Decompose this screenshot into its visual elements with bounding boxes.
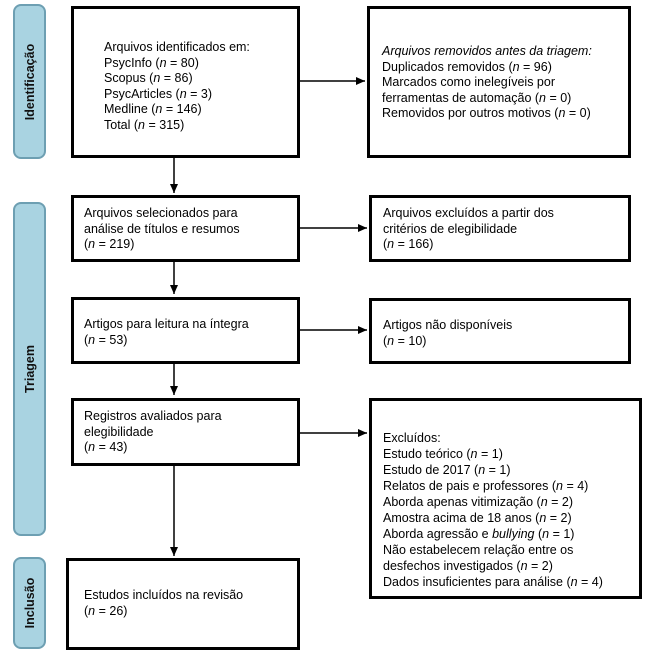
excluded-criteria-line: Arquivos excluídos a partir dos (383, 206, 554, 220)
removed-text: Arquivos removidos antes da triagem: Dup… (382, 44, 592, 122)
excluded-criteria-line: critérios de elegibilidade (383, 221, 518, 236)
excluded-line: Estudo de 2017 (n = 1) (383, 463, 511, 477)
identified-line-total: Total (n = 315) (104, 117, 185, 132)
excluded-text: Excluídos: Estudo teórico (n = 1) Estudo… (383, 430, 603, 590)
assessed-line: (n = 43) (84, 440, 128, 454)
stage-inclusion: Inclusão (13, 557, 46, 649)
fulltext-line: Artigos para leitura na íntegra (84, 317, 249, 331)
unavailable-line: Artigos não disponíveis (383, 318, 513, 332)
identified-text: Arquivos identificados em: PsycInfo (n =… (104, 40, 250, 133)
identified-line-scopus: Scopus (n = 86) (104, 71, 193, 85)
assessed-line: Registros avaliados para (84, 409, 222, 423)
stage-screening: Triagem (13, 202, 46, 536)
box-removed (367, 6, 631, 158)
identified-line-psycinfo: PsycInfo (n = 80) (104, 55, 199, 70)
excluded-line: Aborda apenas vitimização (n = 2) (383, 495, 574, 509)
identified-title: Arquivos identificados em: (104, 40, 250, 54)
removed-line: ferramentas de automação (n = 0) (382, 90, 572, 105)
removed-line: Removidos por outros motivos (n = 0) (382, 106, 591, 120)
excluded-line: desfechos investigados (n = 2) (383, 559, 553, 573)
selected-line: (n = 219) (84, 237, 135, 251)
box-identified (71, 6, 300, 158)
excluded-criteria-text: Arquivos excluídos a partir dos critério… (383, 206, 554, 253)
box-fulltext (71, 297, 300, 364)
excluded-line: Amostra acima de 18 anos (n = 2) (383, 511, 572, 525)
stage-identification: Identificação (13, 4, 46, 159)
removed-line: Marcados como inelegíveis por (382, 75, 555, 89)
included-line: (n = 26) (84, 603, 128, 618)
excluded-line: Estudo teórico (n = 1) (383, 447, 503, 461)
box-unavailable (369, 298, 631, 364)
identified-line-psycarticles: PsycArticles (n = 3) (104, 86, 213, 101)
box-excluded-criteria (369, 195, 631, 262)
assessed-text: Registros avaliados para elegibilidade (… (84, 409, 222, 456)
excluded-criteria-line: (n = 166) (383, 237, 434, 251)
excluded-line: Aborda agressão e bullying (n = 1) (383, 527, 575, 541)
excluded-line: Relatos de pais e professores (n = 4) (383, 479, 589, 493)
removed-line: Duplicados removidos (n = 96) (382, 59, 552, 74)
identified-line-medline: Medline (n = 146) (104, 102, 202, 116)
box-included (66, 558, 300, 650)
excluded-line: Não estabelecem relação entre os (383, 543, 574, 557)
selected-text: Arquivos selecionados para análise de tí… (84, 206, 240, 253)
box-excluded (369, 398, 642, 599)
box-assessed (71, 398, 300, 466)
included-text: Estudos incluídos na revisão (n = 26) (84, 588, 243, 619)
selected-line: análise de títulos e resumos (84, 221, 240, 236)
unavailable-line: (n = 10) (383, 333, 427, 348)
fulltext-line: (n = 53) (84, 332, 128, 347)
fulltext-text: Artigos para leitura na íntegra (n = 53) (84, 317, 249, 348)
box-selected (71, 195, 300, 262)
excluded-title: Excluídos: (383, 431, 441, 445)
removed-title: Arquivos removidos antes da triagem: (382, 44, 592, 58)
excluded-line: Dados insuficientes para análise (n = 4) (383, 575, 603, 589)
selected-line: Arquivos selecionados para (84, 206, 238, 220)
assessed-line: elegibilidade (84, 424, 154, 439)
included-line: Estudos incluídos na revisão (84, 588, 244, 602)
unavailable-text: Artigos não disponíveis (n = 10) (383, 318, 512, 349)
